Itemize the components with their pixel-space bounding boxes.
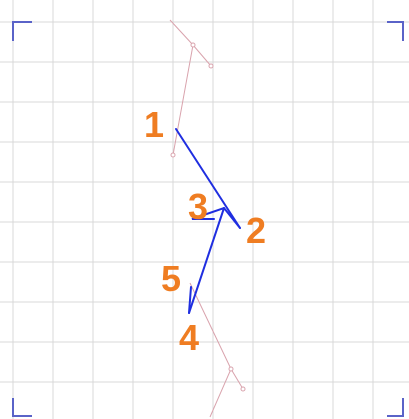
step-label-1: 1 — [144, 104, 164, 145]
corner-mark-bottom-right — [387, 398, 404, 417]
step-labels: 1 2 3 4 5 — [144, 104, 266, 358]
stroke-segment-3-4 — [188, 207, 225, 314]
trace-node — [208, 63, 214, 69]
stroke-path — [175, 128, 241, 314]
trace-node — [190, 42, 196, 48]
stroke-segment-4-5 — [188, 286, 192, 314]
step-label-3: 3 — [188, 186, 208, 227]
step-label-5: 5 — [161, 258, 181, 299]
stroke-segment-2-3 — [191, 206, 241, 229]
trace-node — [228, 366, 234, 372]
step-label-2: 2 — [246, 210, 266, 251]
trace-top — [169, 19, 214, 158]
corner-mark-top-right — [387, 21, 404, 41]
trace-node — [170, 152, 176, 158]
trace-line-top — [169, 19, 212, 156]
stroke-segment-1-2 — [175, 128, 241, 229]
trace-bottom — [189, 282, 246, 418]
step-label-4: 4 — [179, 317, 199, 358]
corner-marks — [12, 21, 404, 417]
corner-mark-bottom-left — [12, 398, 32, 417]
trace-node — [240, 386, 246, 392]
corner-mark-top-left — [12, 21, 32, 41]
